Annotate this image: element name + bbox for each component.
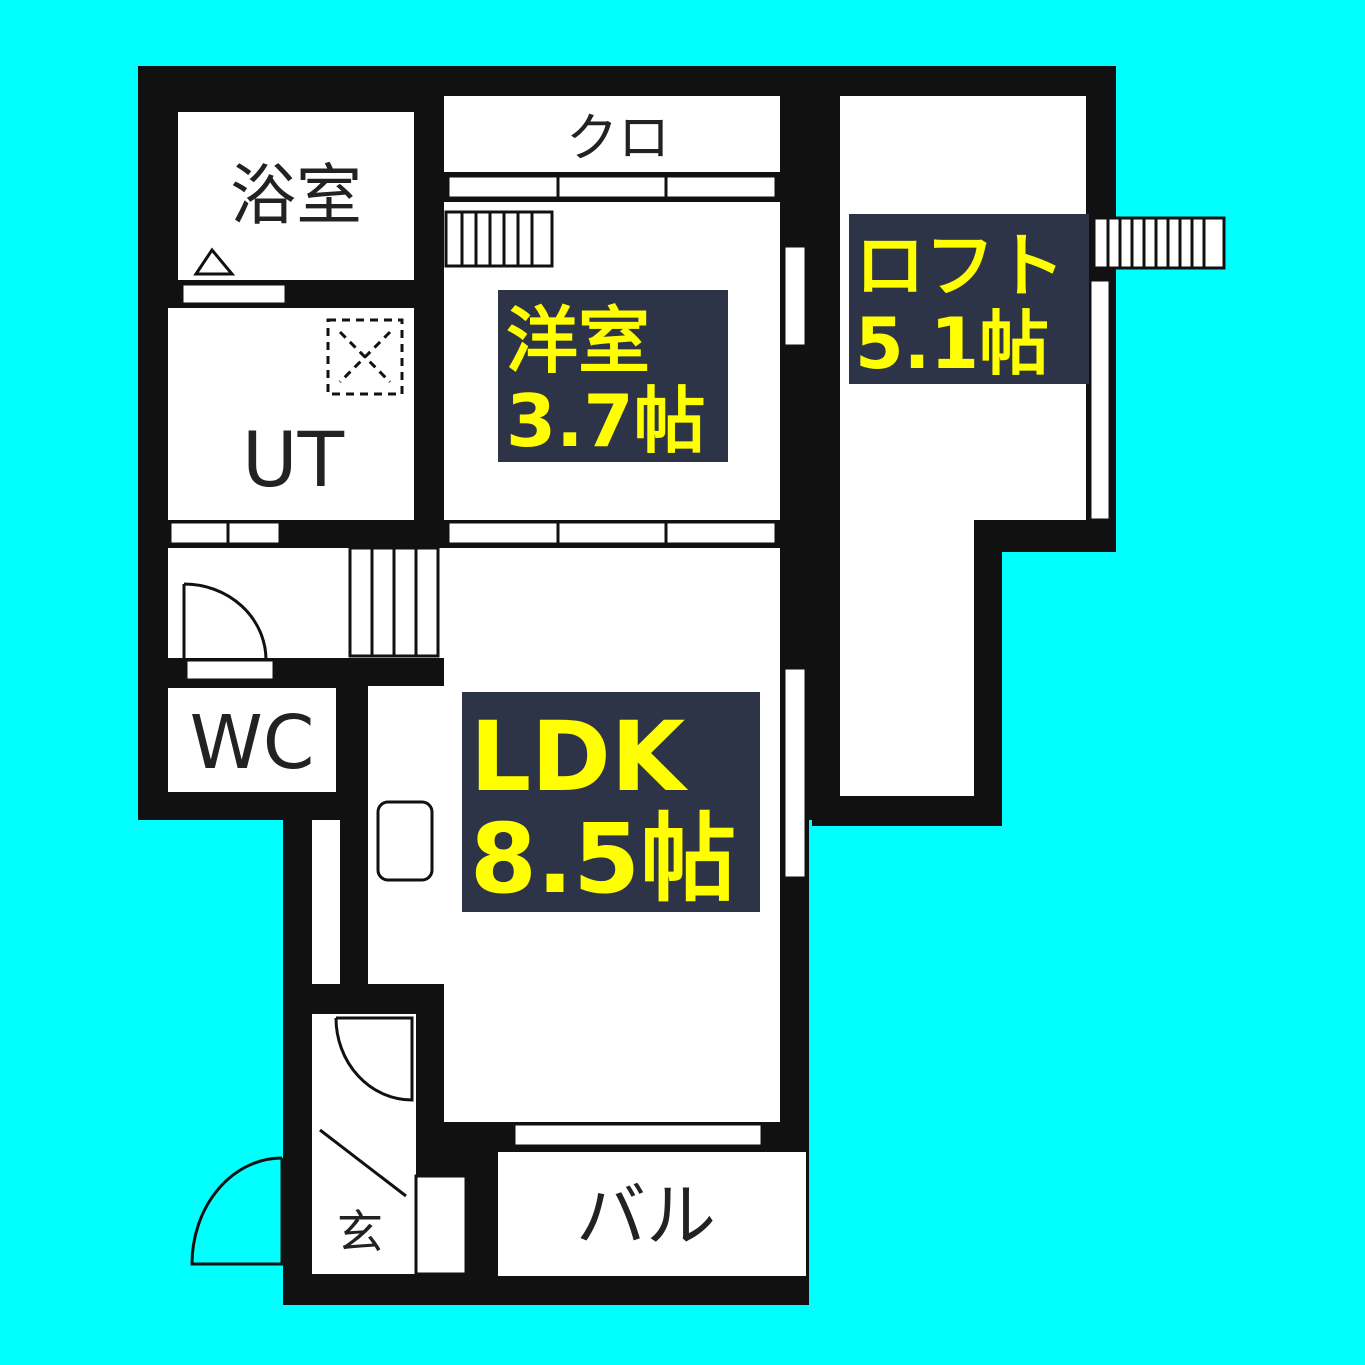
- tag-ldk-box: [462, 692, 760, 912]
- bath-sill-mark: [193, 247, 236, 276]
- bath-label: 浴室: [230, 157, 362, 234]
- utility-door-2: [226, 520, 282, 546]
- closet-floor: [444, 96, 780, 172]
- stairs-western-room: [444, 210, 554, 268]
- tag-loft: ロフト 5.1帖: [849, 214, 1089, 385]
- hall-door-swing: [334, 1016, 414, 1102]
- shoe-shelf: [414, 1174, 468, 1276]
- toilet-floor: [168, 688, 336, 792]
- sliding-door-3: [664, 520, 778, 546]
- bath-floor: [178, 112, 414, 280]
- stair-treads: [370, 212, 1206, 656]
- window-balcony: [512, 1122, 764, 1148]
- washer-cross: [338, 330, 392, 384]
- room-labels: 浴室 クロ UT WC 玄 バル: [190, 109, 716, 1259]
- door-swings: [182, 247, 414, 1266]
- toilet-door-swing: [182, 582, 268, 662]
- utility-door-1: [168, 520, 230, 546]
- tag-ldk: LDK 8.5帖: [462, 692, 760, 915]
- tag-western-room: 洋室 3.7帖: [498, 290, 728, 463]
- closet-door-3: [664, 174, 778, 200]
- closet-door-1: [446, 174, 560, 200]
- tag-western-room-box: [498, 290, 728, 462]
- kitchen-sink: [376, 800, 434, 882]
- closet-door-2: [556, 174, 668, 200]
- western-room-name: 洋室: [506, 299, 650, 383]
- entrance-floor: [312, 1014, 416, 1274]
- toilet-label: WC: [190, 700, 315, 786]
- bath-door: [180, 282, 288, 306]
- corridor-strip: [312, 820, 340, 984]
- tag-loft-box: [849, 214, 1089, 384]
- ldk-size: 8.5帖: [470, 803, 736, 915]
- window-western-room: [782, 244, 808, 348]
- sliding-door-1: [446, 520, 560, 546]
- closet-label: クロ: [566, 109, 670, 169]
- loft-lower-floor: [840, 520, 974, 796]
- loft-name: ロフト: [855, 225, 1065, 307]
- front-door-swing: [190, 1156, 284, 1266]
- toilet-door-frame: [184, 658, 276, 682]
- entrance-label: 玄: [337, 1205, 383, 1259]
- ldk-name: LDK: [470, 701, 689, 813]
- western-room-size: 3.7帖: [506, 379, 706, 463]
- window-ldk: [782, 666, 808, 880]
- fittings: [168, 174, 1112, 1276]
- sliding-door-2: [556, 520, 668, 546]
- utility-label: UT: [242, 415, 345, 504]
- balcony-label: バル: [576, 1175, 716, 1257]
- entrance-step: [319, 1128, 407, 1198]
- window-loft: [1088, 278, 1112, 522]
- balcony-floor: [498, 1152, 806, 1276]
- stairs-loft-ladder: [1092, 216, 1226, 270]
- loft-size: 5.1帖: [855, 303, 1049, 385]
